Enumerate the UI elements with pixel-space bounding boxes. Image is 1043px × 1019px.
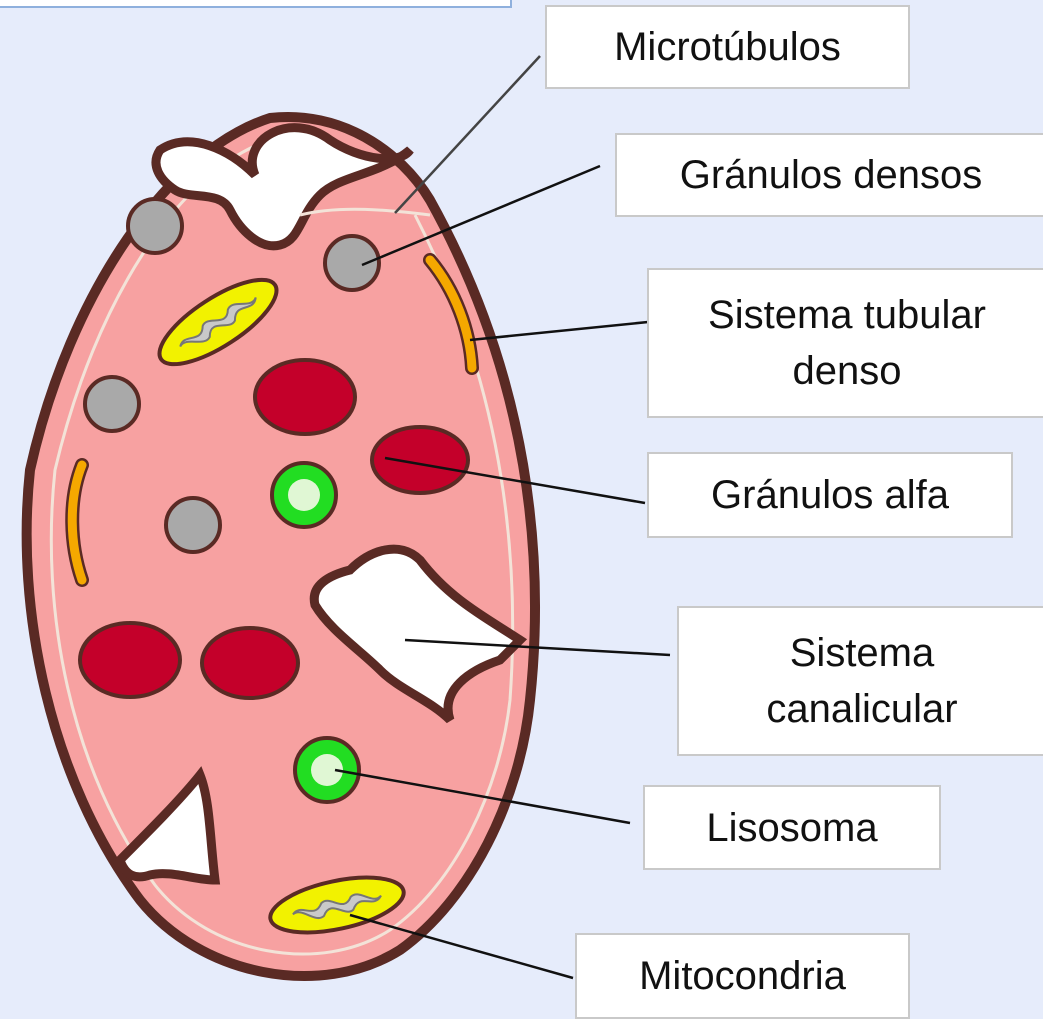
label-sistema-canalicular: Sistema canalicular [677,606,1043,756]
alpha-granule [202,628,298,698]
lysosome-core [288,479,320,511]
label-mitocondria: Mitocondria [575,933,910,1019]
label-granulos-alfa: Gránulos alfa [647,452,1013,538]
label-granulos-densos: Gránulos densos [615,133,1043,217]
alpha-granule [372,427,468,493]
dense-granule [166,498,220,552]
leader-line-sistema-tubular [470,322,648,340]
dense-granule [85,377,139,431]
alpha-granule [255,360,355,434]
label-sistema-tubular-denso: Sistema tubular denso [647,268,1043,418]
dense-granule [128,199,182,253]
alpha-granule [80,623,180,697]
label-microtubulos: Microtúbulos [545,5,910,89]
label-lisosoma: Lisosoma [643,785,941,870]
dense-granule [325,236,379,290]
leader-line-microtubulos [395,56,540,213]
